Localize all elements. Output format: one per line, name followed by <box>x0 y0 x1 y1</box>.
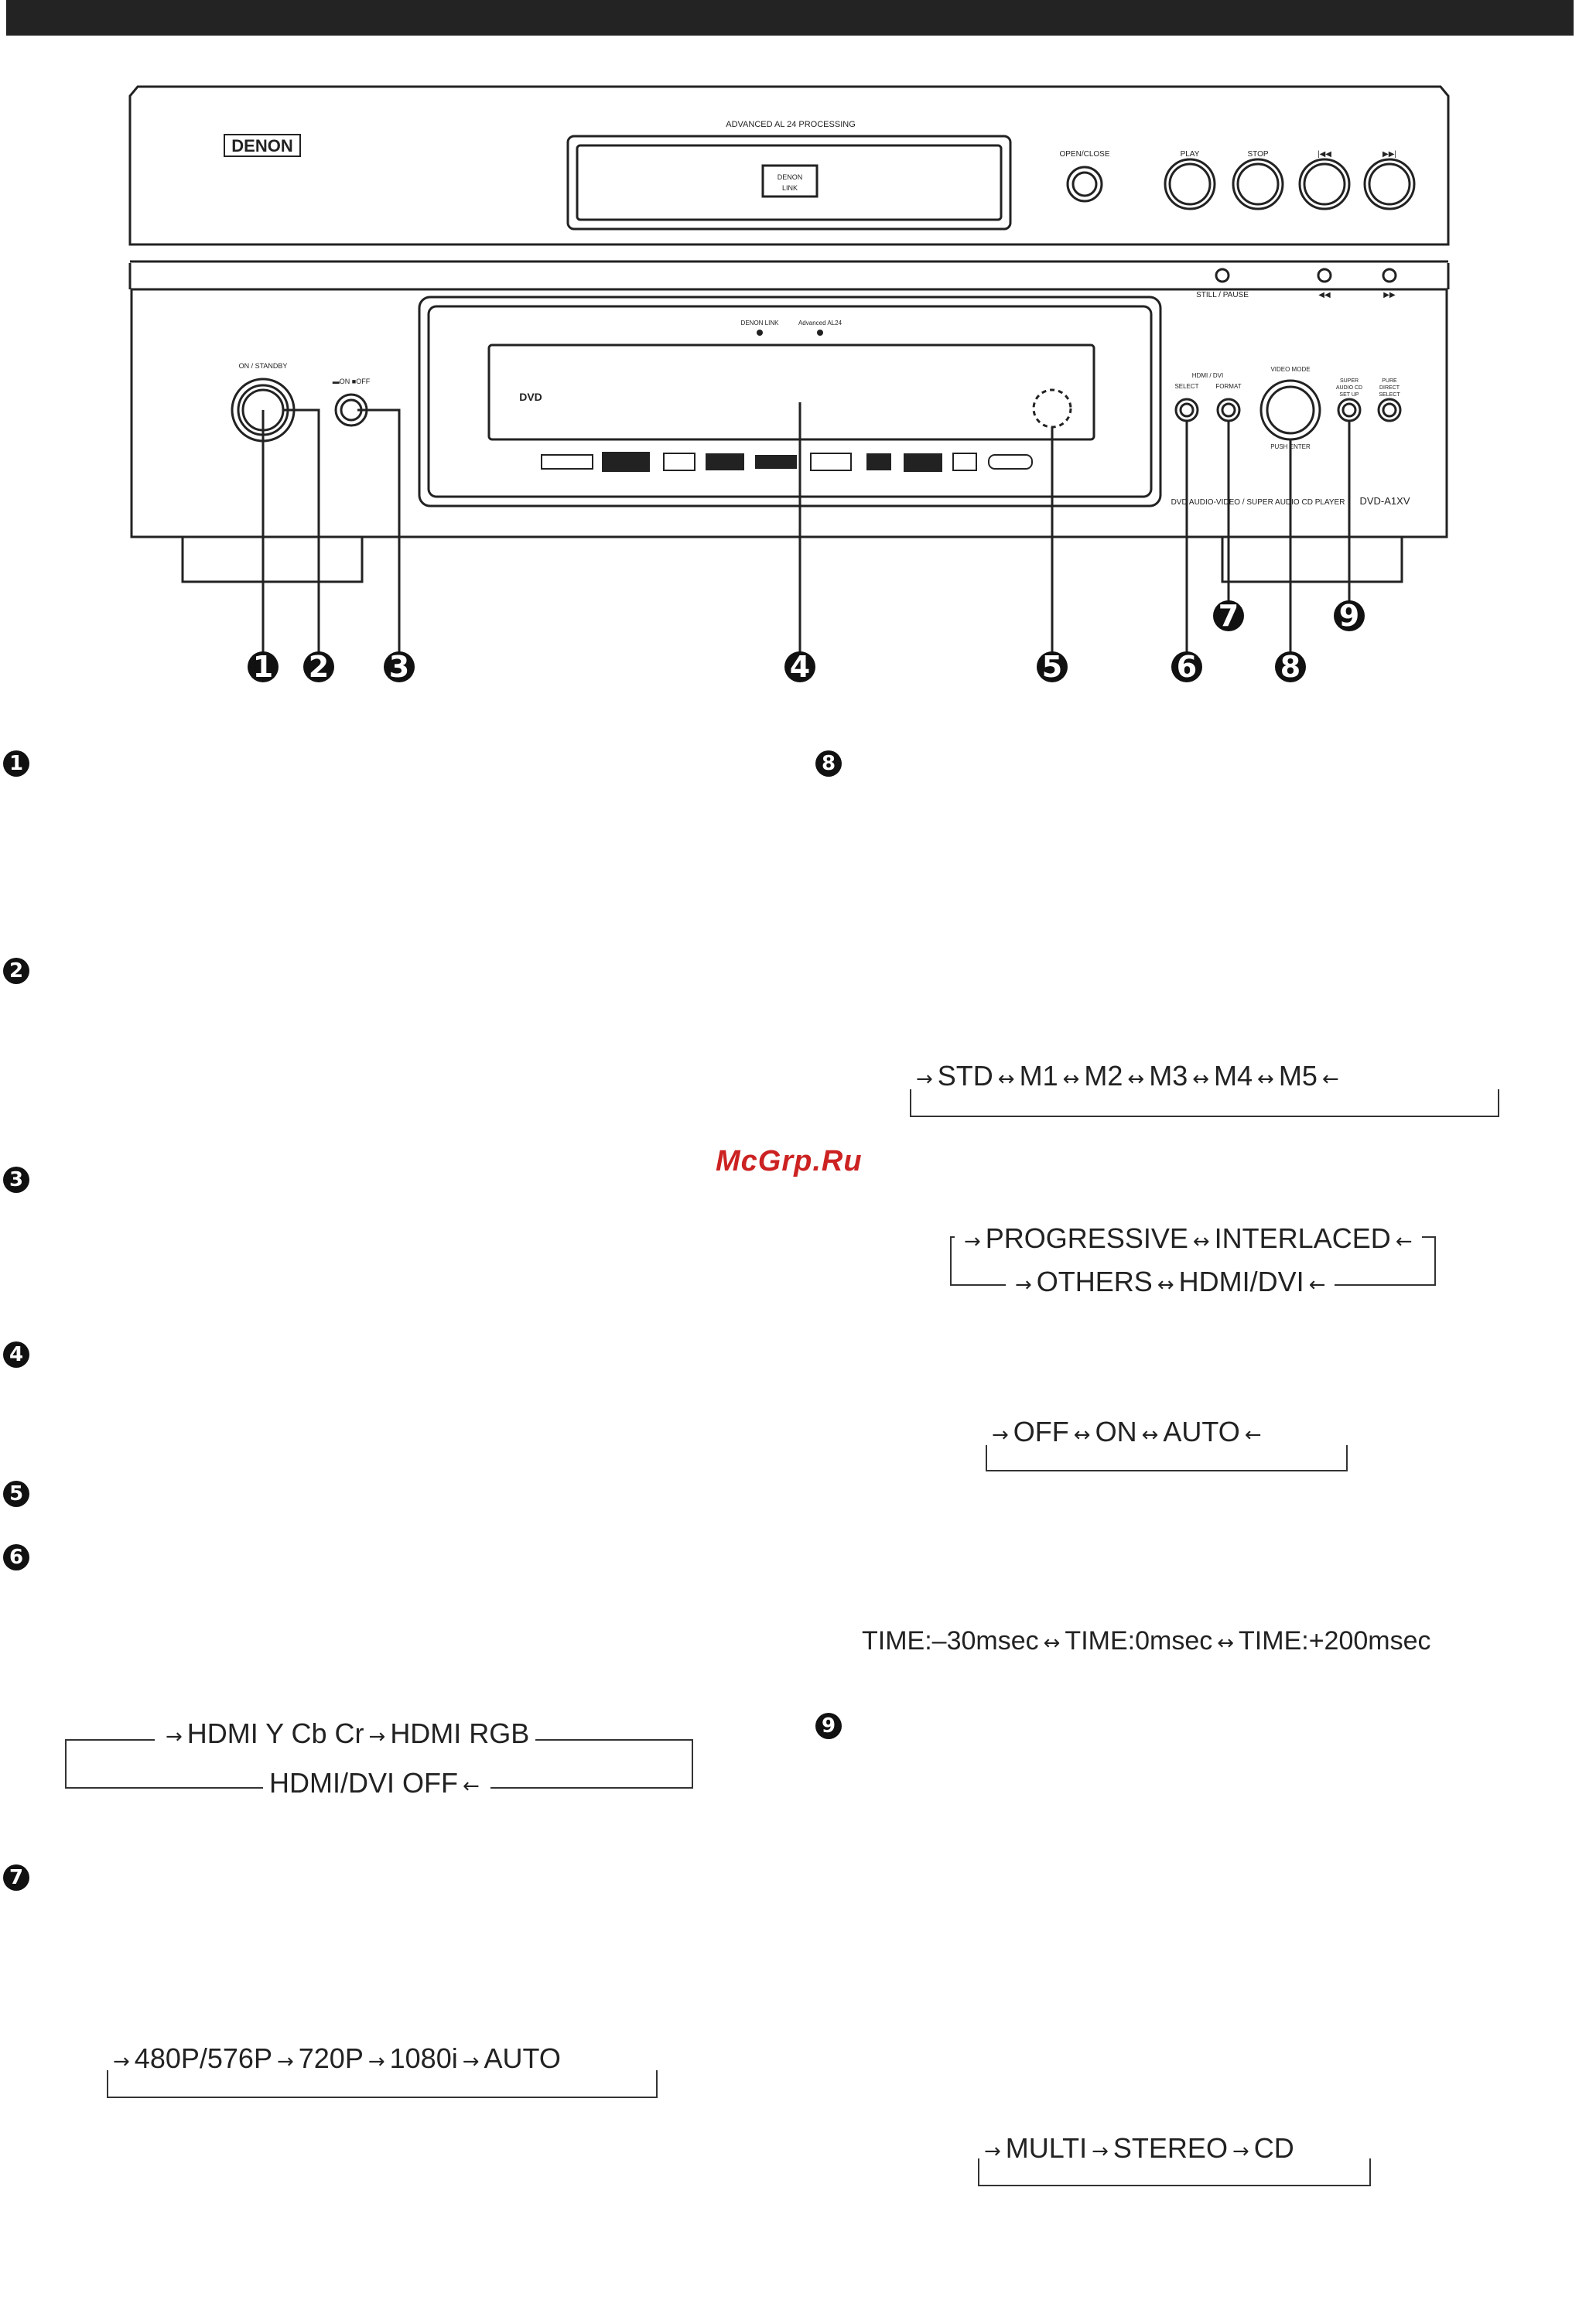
svg-text:Advanced AL24: Advanced AL24 <box>798 320 842 326</box>
video-mode-flow-loop <box>910 1089 1499 1117</box>
header-bar <box>6 0 1574 36</box>
scan-flow-bottom: →OTHERS↔HDMI/DVI← <box>1006 1266 1335 1298</box>
callout-9: 9 <box>1334 600 1365 631</box>
svg-text:STILL / PAUSE: STILL / PAUSE <box>1196 291 1249 299</box>
onoff-flow: →OFF↔ON↔AUTO← <box>992 1416 1262 1447</box>
svg-text:▬ON ■OFF: ▬ON ■OFF <box>333 378 371 385</box>
callout-7: 7 <box>1213 600 1244 631</box>
hdmi-flow-bottom: HDMI/DVI OFF← <box>263 1767 490 1799</box>
svg-text:▶▶: ▶▶ <box>1383 291 1396 299</box>
pure-flow-loop <box>978 2158 1371 2186</box>
svg-text:SELECT: SELECT <box>1379 392 1400 398</box>
svg-text:ADVANCED AL 24 PROCESSING: ADVANCED AL 24 PROCESSING <box>726 120 856 129</box>
pure-flow: →MULTI→STEREO→CD <box>984 2132 1294 2164</box>
device-front-panel-diagram: DENON ADVANCED AL 24 PROCESSING DENON LI… <box>128 85 1450 667</box>
section-8-marker: 8 <box>815 750 842 777</box>
svg-text:DENON LINK: DENON LINK <box>741 320 780 326</box>
svg-text:VIDEO MODE: VIDEO MODE <box>1270 366 1310 373</box>
section-7-marker: 7 <box>3 1864 29 1891</box>
svg-text:DVD-A1XV: DVD-A1XV <box>1359 495 1410 507</box>
callout-2: 2 <box>303 651 334 682</box>
brand-logo: DENON <box>231 136 292 156</box>
section-9-marker: 9 <box>815 1713 842 1739</box>
onoff-flow-loop <box>986 1445 1348 1471</box>
svg-text:DVD AUDIO-VIDEO / SUPER AUDIO: DVD AUDIO-VIDEO / SUPER AUDIO CD PLAYER <box>1171 498 1345 507</box>
callout-5: 5 <box>1037 651 1068 682</box>
scan-flow-top: →PROGRESSIVE↔INTERLACED← <box>955 1222 1422 1255</box>
time-flow: TIME:–30msec↔TIME:0msec↔TIME:+200msec <box>862 1626 1431 1656</box>
svg-text:STOP: STOP <box>1247 150 1268 159</box>
section-1-marker: 1 <box>3 750 29 777</box>
svg-text:DENON: DENON <box>778 173 803 181</box>
svg-text:AUDIO CD: AUDIO CD <box>1336 385 1362 391</box>
video-mode-flow: →STD↔M1↔M2↔M3↔M4↔M5← <box>916 1060 1339 1092</box>
section-4-marker: 4 <box>3 1341 29 1368</box>
svg-text:FORMAT: FORMAT <box>1215 383 1241 390</box>
section-6-marker: 6 <box>3 1544 29 1570</box>
format-flow-loop <box>107 2070 658 2098</box>
svg-text:DVD: DVD <box>519 391 542 403</box>
svg-text:|◀◀: |◀◀ <box>1318 150 1331 159</box>
svg-text:PLAY: PLAY <box>1181 150 1200 159</box>
hdmi-flow-top: →HDMI Y Cb Cr→HDMI RGB <box>155 1717 536 1750</box>
svg-text:OPEN/CLOSE: OPEN/CLOSE <box>1059 150 1109 159</box>
svg-text:HDMI / DVI: HDMI / DVI <box>1192 372 1223 379</box>
svg-text:PUSH ENTER: PUSH ENTER <box>1270 443 1311 450</box>
callout-6: 6 <box>1171 651 1202 682</box>
svg-text:SET UP: SET UP <box>1339 392 1359 398</box>
svg-text:ON / STANDBY: ON / STANDBY <box>239 362 288 370</box>
section-2-marker: 2 <box>3 958 29 984</box>
section-3-marker: 3 <box>3 1167 29 1193</box>
svg-text:◀◀: ◀◀ <box>1318 291 1331 299</box>
callout-8: 8 <box>1275 651 1306 682</box>
svg-text:PURE: PURE <box>1382 378 1397 384</box>
watermark: McGrp.Ru <box>716 1145 863 1177</box>
svg-text:▶▶|: ▶▶| <box>1382 150 1396 159</box>
svg-text:LINK: LINK <box>782 184 798 192</box>
svg-text:SELECT: SELECT <box>1174 383 1198 390</box>
svg-text:DIRECT: DIRECT <box>1379 385 1400 391</box>
format-flow: →480P/576P→720P→1080i→AUTO <box>113 2042 561 2074</box>
callout-4: 4 <box>784 651 815 682</box>
svg-text:SUPER: SUPER <box>1340 378 1359 384</box>
section-5-marker: 5 <box>3 1481 29 1507</box>
callout-1: 1 <box>248 651 279 682</box>
callout-3: 3 <box>384 651 415 682</box>
